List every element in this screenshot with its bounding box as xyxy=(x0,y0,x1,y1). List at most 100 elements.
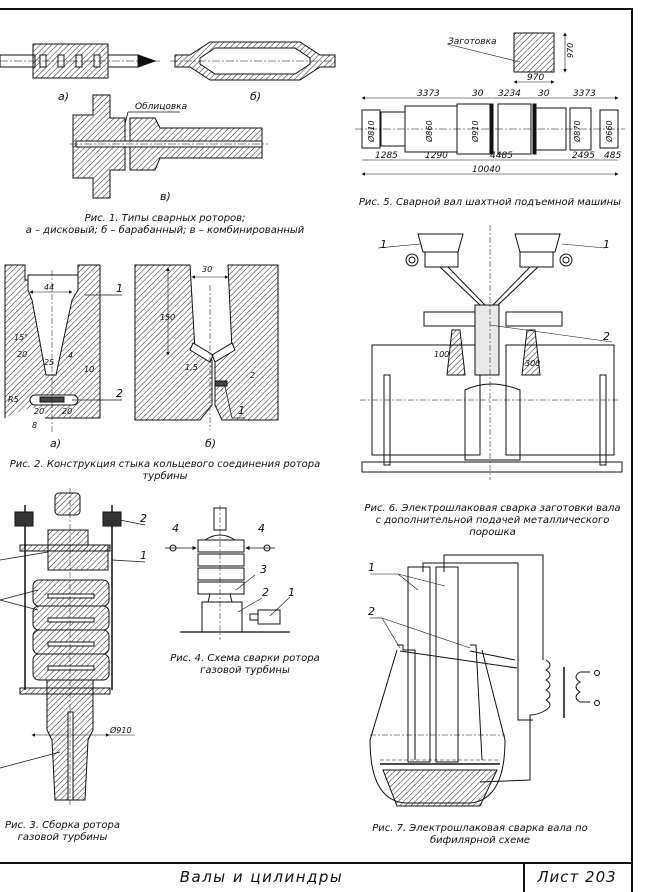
fig5-diameter: Ø910 xyxy=(470,120,480,143)
fig4-callout-3: 3 xyxy=(260,563,267,576)
fig5-diameters: Ø810 Ø860 Ø910 Ø870 Ø660 xyxy=(366,120,614,143)
fig2a-dim: 15° xyxy=(14,333,28,342)
fig7-callout-2: 2 xyxy=(368,605,375,618)
fig2-caption-line1: Рис. 2. Конструкция стыка кольцевого сое… xyxy=(9,459,321,470)
fig2b-joint-section xyxy=(134,264,279,430)
fig2b-callout-1: 1 xyxy=(238,404,245,417)
fig7-caption-line1: Рис. 7. Электрошлаковая сварка вала по xyxy=(372,823,588,834)
fig6-dim-300: 300 xyxy=(525,359,540,368)
fig1-caption-line2: а – дисковый; б – барабанный; в – комбин… xyxy=(25,225,305,236)
fig5-diameter: Ø860 xyxy=(424,120,434,143)
title-block-divider xyxy=(523,862,525,892)
fig2a-dim: 8 xyxy=(32,421,37,430)
fig2-sublabel-a: а) xyxy=(50,437,61,450)
fig1b-drum-rotor xyxy=(170,41,336,81)
fig5-dim: 485 xyxy=(604,151,621,161)
fig3-callout-2: 2 xyxy=(140,512,147,525)
fig5-blank-label: Заготовка xyxy=(448,37,497,47)
fig6-caption: Рис. 6. Электрошлаковая сварка заготовки… xyxy=(355,503,630,539)
fig6-callout-2: 2 xyxy=(603,330,610,343)
fig5-diameter: Ø660 xyxy=(604,120,614,143)
fig5-bottom-dims: 1285 1290 4485 2495 485 xyxy=(375,151,621,161)
fig6-callout-1-right: 1 xyxy=(603,238,610,251)
fig4-caption-line2: газовой турбины xyxy=(200,665,290,676)
sheet-frame-right xyxy=(631,8,633,892)
fig6-drawing xyxy=(360,225,623,480)
fig2a-callout-2: 2 xyxy=(116,387,123,400)
fig5-diameter: Ø810 xyxy=(366,120,376,143)
sheet-frame-top xyxy=(0,8,632,10)
sheet-number: Лист 203 xyxy=(537,868,617,886)
fig2a-dim: 10 xyxy=(84,365,94,374)
fig5-overall-length: 10040 xyxy=(472,165,501,175)
fig1-sublabel-a: а) xyxy=(58,90,69,103)
fig2b-dim: 1,5 xyxy=(185,363,198,372)
fig3-caption-line1: Рис. 3. Сборка ротора xyxy=(5,820,120,831)
fig6-callout-1-left: 1 xyxy=(380,238,387,251)
title-block-border xyxy=(0,862,632,864)
fig2a-dim: 20 xyxy=(17,350,27,359)
fig5-diameter: Ø870 xyxy=(572,120,582,143)
fig1a-disc-rotor xyxy=(0,43,160,79)
fig5-dim: 3373 xyxy=(573,89,596,99)
fig6-dim-100: 100 xyxy=(434,350,449,359)
fig2-dimensions: 44 15° 20 25 4 10 R5 20 20 8 30 150 1,5 … xyxy=(8,265,255,430)
fig7-caption: Рис. 7. Электрошлаковая сварка вала по б… xyxy=(350,823,610,847)
fig2b-dim: 150 xyxy=(160,313,175,322)
fig5-dim: 1285 xyxy=(375,151,398,161)
fig6-caption-line2: с дополнительной подачей металлического xyxy=(375,515,610,526)
fig5-dim: 4485 xyxy=(490,151,513,161)
fig3-drawing xyxy=(0,488,146,805)
fig4-callout-4-left: 4 xyxy=(172,522,179,535)
fig2a-dim: R5 xyxy=(8,395,19,404)
fig1-callout-facing: Облицовка xyxy=(135,102,187,112)
fig4-callout-1: 1 xyxy=(288,586,295,599)
section-title: Валы и цилиндры xyxy=(179,868,344,886)
fig1-caption-line1: Рис. 1. Типы сварных роторов; xyxy=(84,213,246,224)
fig6-caption-line1: Рис. 6. Электрошлаковая сварка заготовки… xyxy=(364,503,621,514)
fig7-caption-line2: бифилярной схеме xyxy=(429,835,531,846)
fig2b-dim: 30 xyxy=(202,265,212,274)
fig3-caption: Рис. 3. Сборка ротора газовой турбины xyxy=(0,820,125,844)
fig2a-dim: 25 xyxy=(44,358,54,367)
fig6-caption-line3: порошка xyxy=(469,527,516,538)
fig2a-joint-section xyxy=(4,264,122,432)
fig2-sublabel-b: б) xyxy=(205,437,216,450)
fig2-caption-line2: турбины xyxy=(142,471,188,482)
fig1-caption: Рис. 1. Типы сварных роторов; а – дисков… xyxy=(0,213,330,237)
fig4-caption-line1: Рис. 4. Схема сварки ротора xyxy=(170,653,320,664)
fig2a-dim: 20 xyxy=(34,407,44,416)
fig4-callout-4-right: 4 xyxy=(258,522,265,535)
fig5-drawing xyxy=(355,32,625,176)
fig1v-combined-rotor xyxy=(70,94,268,199)
fig1-sublabel-v: в) xyxy=(160,190,171,203)
fig3-dim-diameter: Ø910 xyxy=(109,725,132,735)
fig5-blank-height: 970 xyxy=(566,43,575,58)
fig5-caption: Рис. 5. Сварной вал шахтной подъемной ма… xyxy=(350,197,630,209)
fig5-dim: 30 xyxy=(472,89,484,99)
fig5-dim: 1290 xyxy=(425,151,448,161)
fig5-top-dims: 3373 30 3234 30 3373 xyxy=(417,89,596,99)
fig2-caption: Рис. 2. Конструкция стыка кольцевого сое… xyxy=(0,459,330,483)
fig5-dim: 2495 xyxy=(572,151,595,161)
fig5-dim: 3373 xyxy=(417,89,440,99)
fig5-dim: 30 xyxy=(538,89,550,99)
fig5-caption-line1: Рис. 5. Сварной вал шахтной подъемной ма… xyxy=(358,197,622,208)
fig3-caption-line2: газовой турбины xyxy=(17,832,108,843)
fig2-drawing xyxy=(4,264,279,432)
fig2a-dim: 4 xyxy=(68,351,73,360)
fig1-drawing xyxy=(0,41,336,199)
fig7-callout-1: 1 xyxy=(368,561,375,574)
fig3-callout-1: 1 xyxy=(140,549,147,562)
fig4-callout-2: 2 xyxy=(262,586,269,599)
fig7-drawing xyxy=(369,554,600,807)
fig5-dim: 3234 xyxy=(498,89,521,99)
fig2a-callout-1: 1 xyxy=(116,282,123,295)
fig2a-dim: 20 xyxy=(62,407,72,416)
fig4-drawing xyxy=(165,505,291,640)
fig2b-dim: 2 xyxy=(250,371,255,380)
fig5-blank-width: 970 xyxy=(527,73,544,83)
fig1-sublabel-b: б) xyxy=(250,90,261,103)
fig2a-dim: 44 xyxy=(44,283,54,292)
